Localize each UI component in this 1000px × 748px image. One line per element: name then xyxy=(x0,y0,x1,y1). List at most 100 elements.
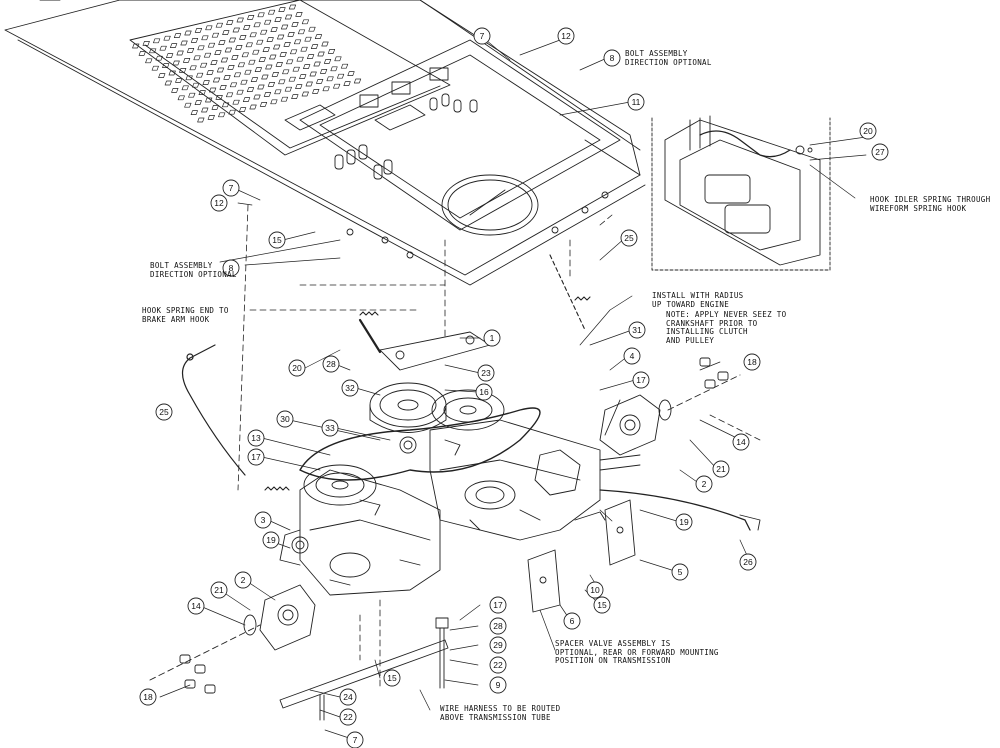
callout-c6: 6 xyxy=(563,612,581,630)
callout-c12b: 12 xyxy=(210,194,228,212)
callout-c2a: 2 xyxy=(695,475,713,493)
callout-number: 30 xyxy=(280,414,290,424)
note-wire-harness: WIRE HARNESS TO BE ROUTED ABOVE TRANSMIS… xyxy=(440,704,561,722)
callout-number: 15 xyxy=(597,600,607,610)
callout-number: 9 xyxy=(496,680,501,690)
callout-number: 6 xyxy=(570,616,575,626)
callout-c13: 13 xyxy=(247,429,265,447)
callout-c1: 1 xyxy=(483,329,501,347)
callout-c30: 30 xyxy=(276,410,294,428)
callout-number: 26 xyxy=(743,557,753,567)
callout-number: 22 xyxy=(493,660,503,670)
callout-number: 17 xyxy=(251,452,261,462)
callout-number: 20 xyxy=(863,126,873,136)
callout-number: 25 xyxy=(159,407,169,417)
callout-number: 28 xyxy=(326,359,336,369)
callout-c16: 16 xyxy=(475,383,493,401)
assembly-dash-lines xyxy=(237,204,761,691)
callout-c27: 27 xyxy=(871,143,889,161)
transmission-tube xyxy=(279,639,449,709)
callout-c5: 5 xyxy=(671,563,689,581)
callout-number: 12 xyxy=(561,31,571,41)
callout-number: 28 xyxy=(493,621,503,631)
callout-c25b: 25 xyxy=(155,403,173,421)
callout-number: 32 xyxy=(345,383,355,393)
mount-bracket-right xyxy=(574,499,636,566)
callout-number: 2 xyxy=(241,575,246,585)
callout-c17a: 17 xyxy=(632,371,650,389)
callout-c20a: 20 xyxy=(859,122,877,140)
callout-number: 15 xyxy=(272,235,282,245)
springs xyxy=(264,254,591,491)
callout-number: 18 xyxy=(143,692,153,702)
callout-number: 19 xyxy=(266,535,276,545)
callout-c33: 33 xyxy=(321,419,339,437)
callout-c14a: 14 xyxy=(732,433,750,451)
callout-c7a: 7 xyxy=(473,27,491,45)
callout-number: 1 xyxy=(490,333,495,343)
callout-c28b: 28 xyxy=(489,617,507,635)
brake-rod-right xyxy=(599,489,761,531)
callout-c19a: 19 xyxy=(262,531,280,549)
callout-c2b: 2 xyxy=(234,571,252,589)
callout-number: 7 xyxy=(480,31,485,41)
platform-grid-holes xyxy=(132,4,362,123)
callout-number: 27 xyxy=(875,147,885,157)
callout-c18a: 18 xyxy=(743,353,761,371)
callout-number: 15 xyxy=(387,673,397,683)
callout-c18b: 18 xyxy=(139,688,157,706)
callout-number: 2 xyxy=(702,479,707,489)
transmission-right xyxy=(429,419,641,541)
idler-arm xyxy=(358,318,491,371)
callout-number: 13 xyxy=(251,433,261,443)
callout-c28: 28 xyxy=(322,355,340,373)
callout-c10: 10 xyxy=(586,581,604,599)
drive-belt xyxy=(299,407,541,481)
callout-c32: 32 xyxy=(341,379,359,397)
callout-c21a: 21 xyxy=(712,460,730,478)
inset-detail-view xyxy=(651,115,831,271)
transmission-pulley-right xyxy=(431,389,505,431)
bolts-bottom xyxy=(319,617,449,721)
callout-number: 10 xyxy=(590,585,600,595)
callout-c15c: 15 xyxy=(383,669,401,687)
note-hook-idler: HOOK IDLER SPRING THROUGH WIREFORM SPRIN… xyxy=(870,195,991,213)
callout-number: 14 xyxy=(191,601,201,611)
frame-plate xyxy=(4,0,646,286)
callout-number: 11 xyxy=(632,97,641,107)
transmission-left xyxy=(279,469,441,596)
callout-c11: 11 xyxy=(627,93,645,111)
mount-bracket-center xyxy=(527,549,561,613)
note-hook-spring: HOOK SPRING END TO BRAKE ARM HOOK xyxy=(142,306,229,324)
callout-c29: 29 xyxy=(489,636,507,654)
callout-c9: 9 xyxy=(489,676,507,694)
callout-c15b: 15 xyxy=(593,596,611,614)
callout-number: 20 xyxy=(292,363,302,373)
callout-number: 29 xyxy=(493,640,503,650)
axle-centerlines xyxy=(149,374,741,681)
callout-number: 3 xyxy=(261,515,266,525)
callout-c24: 24 xyxy=(339,688,357,706)
callout-number: 21 xyxy=(716,464,726,474)
callout-number: 17 xyxy=(493,600,503,610)
transmission-pulley-left xyxy=(303,464,377,506)
callout-c23: 23 xyxy=(477,364,495,382)
callout-c4: 4 xyxy=(623,347,641,365)
note-never-seez: NOTE: APPLY NEVER SEEZ TO CRANKSHAFT PRI… xyxy=(666,310,787,345)
callout-number: 8 xyxy=(229,263,234,273)
callout-c22b: 22 xyxy=(339,708,357,726)
callout-number: 17 xyxy=(636,375,646,385)
callout-number: 22 xyxy=(343,712,353,722)
axle-hub-right xyxy=(599,394,672,456)
callout-number: 4 xyxy=(630,351,635,361)
callout-number: 7 xyxy=(353,735,358,745)
callout-number: 18 xyxy=(747,357,757,367)
callout-number: 12 xyxy=(214,198,224,208)
callout-c26: 26 xyxy=(739,553,757,571)
callout-c15a: 15 xyxy=(268,231,286,249)
callout-c8a: 8 xyxy=(603,49,621,67)
callout-c12a: 12 xyxy=(557,27,575,45)
lug-nuts xyxy=(179,357,729,694)
